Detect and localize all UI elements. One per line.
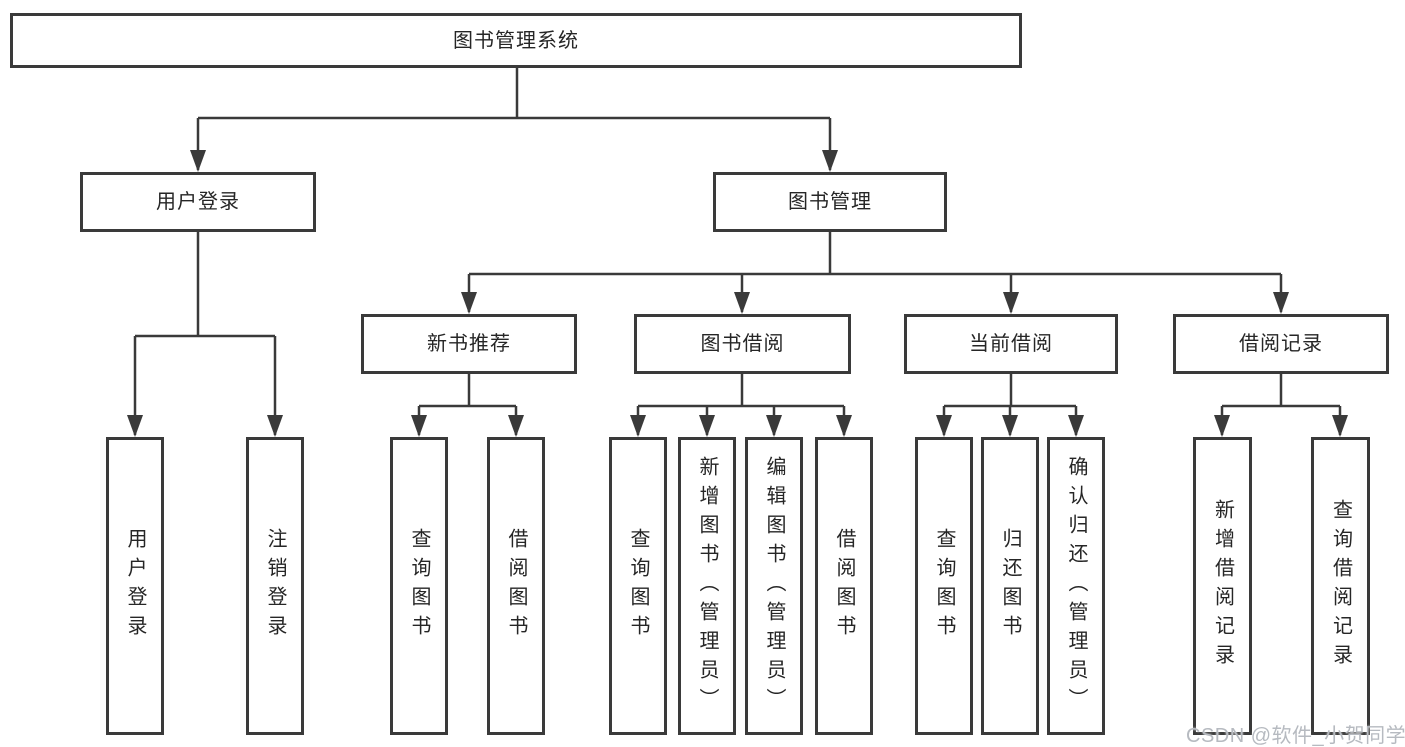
leaf-logout: 注销登录: [246, 437, 304, 735]
leaf-query-book-3: 查询图书: [915, 437, 973, 735]
leaf-add-borrow-record: 新增借阅记录: [1193, 437, 1252, 735]
connector-borrow-group: [636, 374, 846, 435]
leaf-add-book-admin: 新增图书（管理员）: [678, 437, 736, 735]
node-borrow-record: 借阅记录: [1173, 314, 1389, 374]
leaf-edit-book-admin: 编辑图书（管理员）: [745, 437, 803, 735]
csdn-watermark: CSDN @软件_小贺同学: [1186, 725, 1405, 747]
leaf-query-book-2: 查询图书: [609, 437, 667, 735]
connector-userlogin-group: [133, 232, 277, 435]
connector-root-to-level2: [196, 68, 832, 170]
leaf-borrow-book-1: 借阅图书: [487, 437, 545, 735]
node-book-borrow: 图书借阅: [634, 314, 851, 374]
leaf-query-borrow-record: 查询借阅记录: [1311, 437, 1370, 735]
leaf-confirm-return-admin: 确认归还（管理员）: [1047, 437, 1105, 735]
node-user-login-branch: 用户登录: [80, 172, 316, 232]
node-root-system: 图书管理系统: [10, 13, 1022, 68]
leaf-user-login: 用户登录: [106, 437, 164, 735]
node-book-management-branch: 图书管理: [713, 172, 947, 232]
leaf-query-book-1: 查询图书: [390, 437, 448, 735]
node-new-book-recommend: 新书推荐: [361, 314, 577, 374]
connector-newbook-group: [417, 374, 518, 435]
arrowheads: [127, 150, 1348, 437]
leaf-return-book: 归还图书: [981, 437, 1039, 735]
connector-bookmgmt-to-level3: [467, 232, 1283, 312]
node-current-borrow: 当前借阅: [904, 314, 1118, 374]
connector-record-group: [1220, 374, 1342, 435]
leaf-borrow-book-2: 借阅图书: [815, 437, 873, 735]
